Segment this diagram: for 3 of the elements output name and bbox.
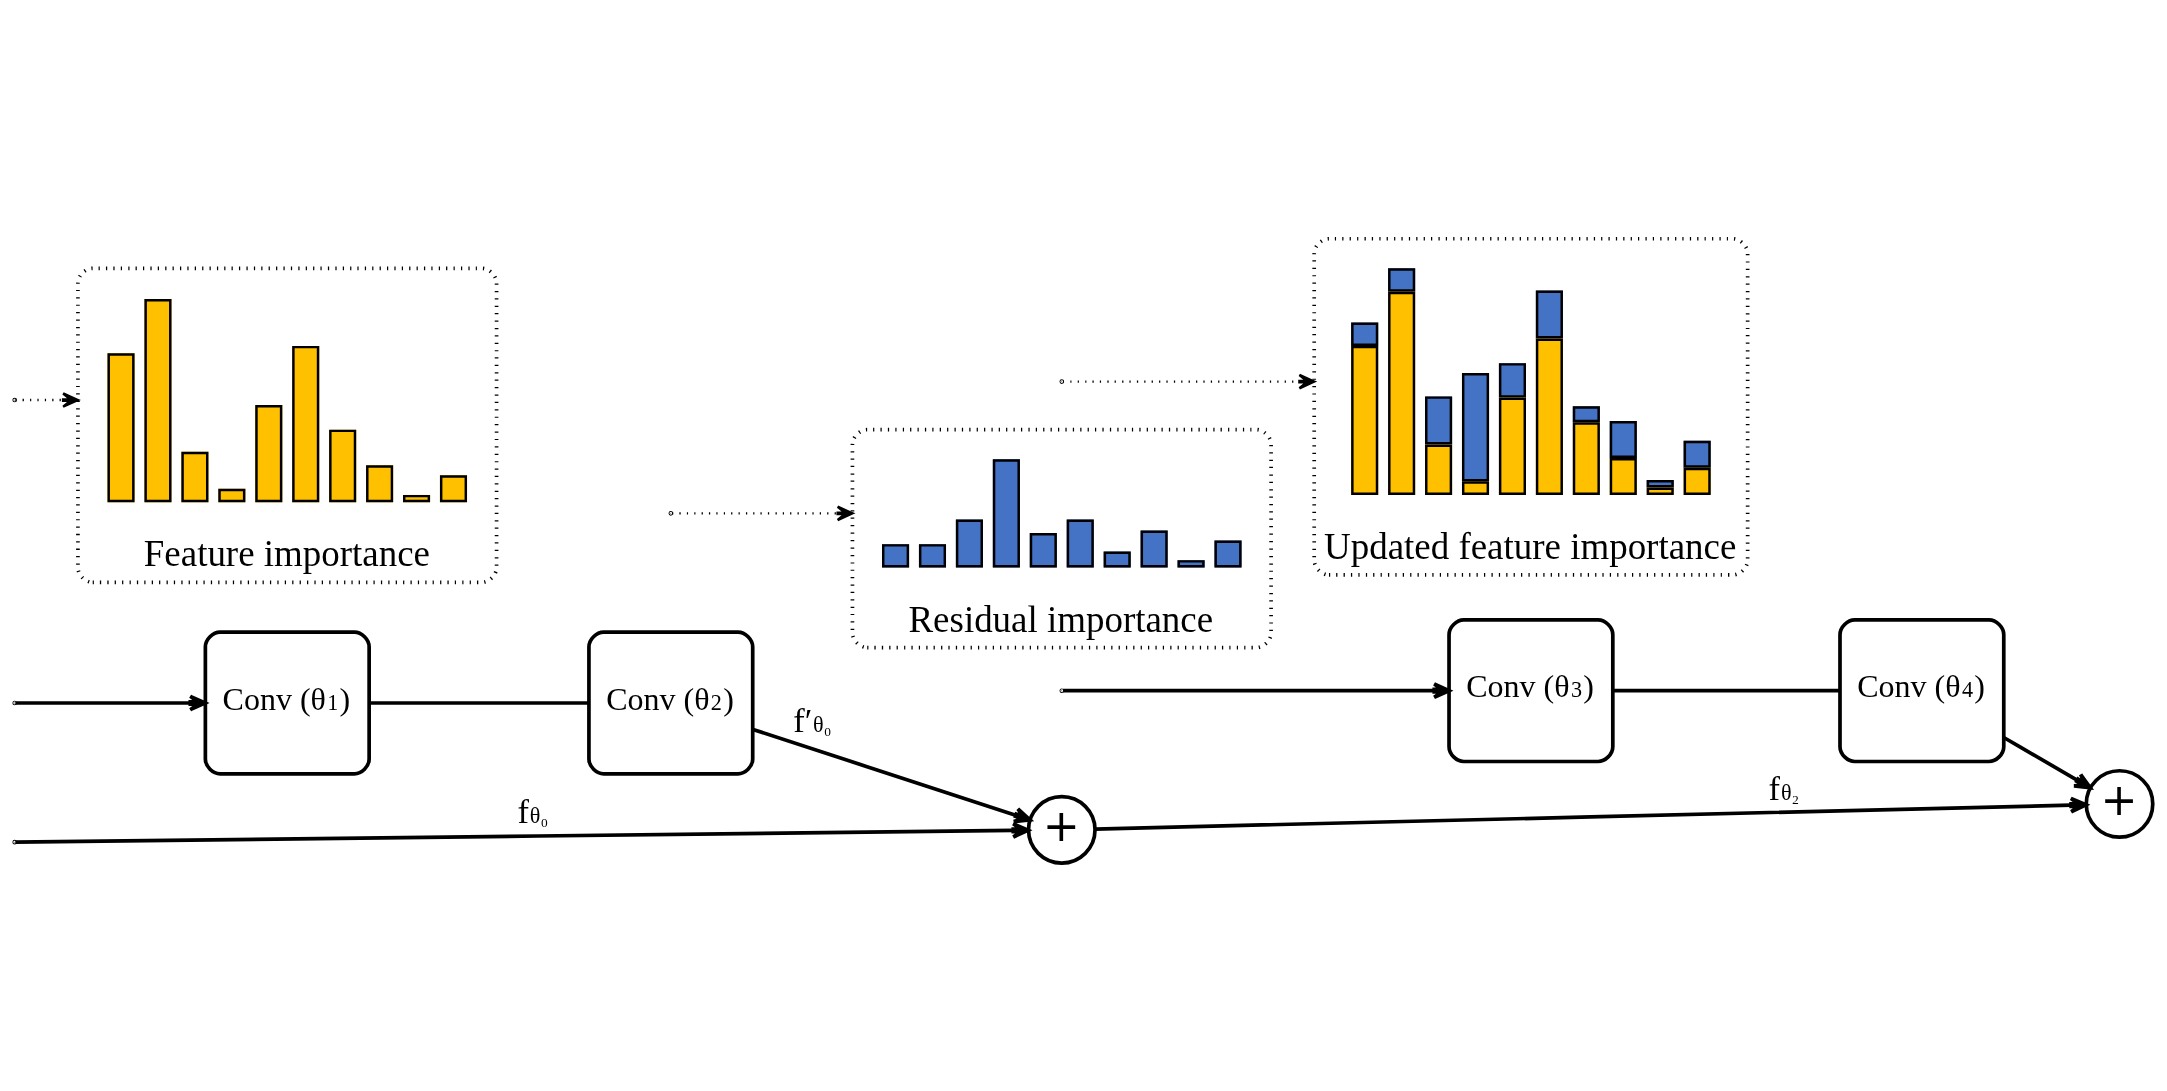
edge-label: fθ₂ [1768, 768, 1800, 807]
edge-label: fθ₀ [517, 791, 549, 830]
edge-label: f′θ₀ [793, 700, 832, 739]
